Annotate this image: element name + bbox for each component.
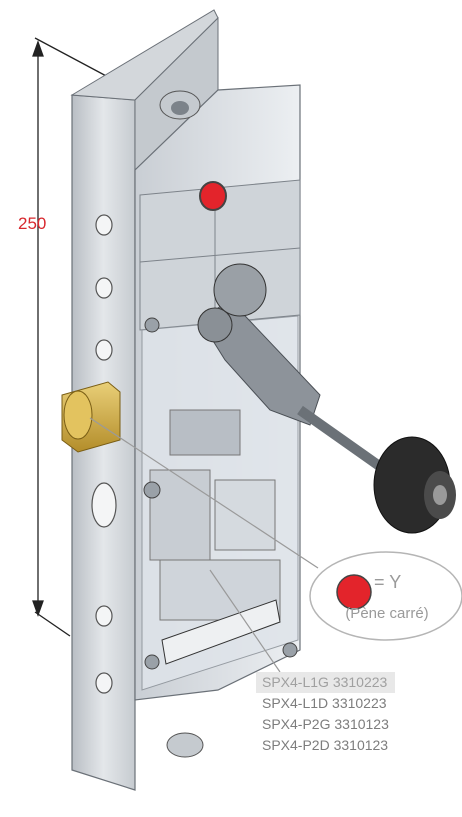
callout [309, 551, 462, 641]
callout-equals-label: = Y [374, 572, 402, 592]
indicator-dot [199, 181, 227, 211]
callout-red-dot [336, 574, 372, 610]
lever-arm [197, 263, 388, 475]
reference-list: SPX4-L1G 3310223 SPX4-L1D 3310223 SPX4-P… [256, 672, 395, 756]
dimension-line [32, 37, 111, 637]
roller-wheel [373, 436, 456, 534]
reference-item: SPX4-P2D 3310123 [262, 737, 389, 753]
reference-item: SPX4-P2G 3310123 [262, 716, 389, 732]
callout-note: (Pène carré) [345, 605, 429, 622]
square-bolt [61, 381, 121, 453]
lock-body [134, 84, 301, 758]
reference-item: SPX4-L1G 3310223 [256, 672, 395, 693]
dimension-label: 250 [18, 214, 47, 233]
reference-item: SPX4-L1D 3310223 [262, 695, 387, 711]
